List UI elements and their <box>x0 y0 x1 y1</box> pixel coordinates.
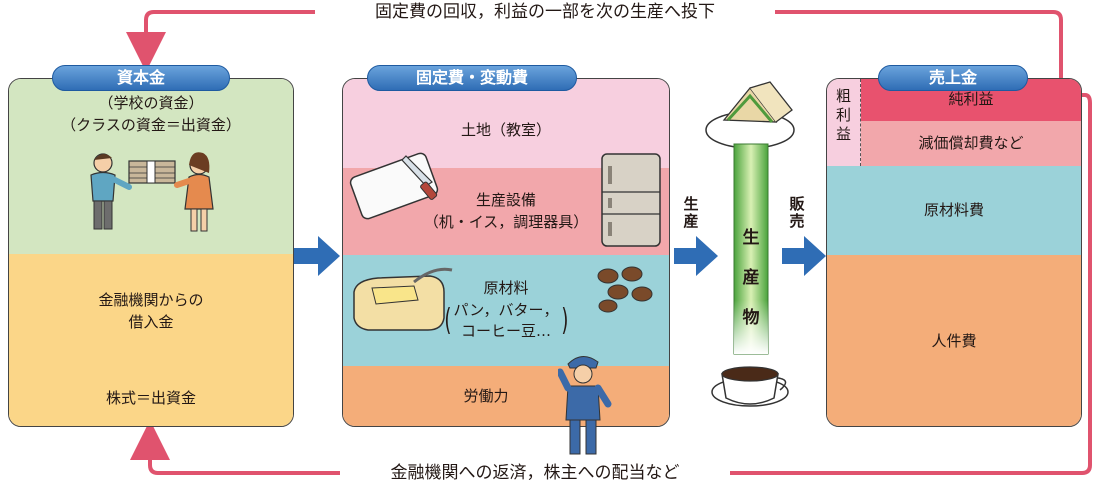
invest-arrow-icon <box>294 236 340 276</box>
land-text: 土地（教室） <box>460 120 551 139</box>
net-profit-text: 純利益 <box>948 90 994 109</box>
materials-detail1: パン，バター， <box>453 300 559 319</box>
capital-title: 資本金 <box>52 65 230 91</box>
materials-detail2: コーヒー豆… <box>460 322 551 341</box>
personnel-text: 人件費 <box>931 331 977 350</box>
refrigerator-icon <box>601 153 661 247</box>
production-label: 生産 <box>682 196 700 230</box>
costs-title: 固定費・変動費 <box>367 65 577 91</box>
money-exchange-illustration <box>90 151 214 231</box>
labor-section: 労働力 <box>343 366 669 426</box>
bottom-loop-label: 金融機関への返済，株主への配当など <box>340 461 730 485</box>
labor-text: 労働力 <box>463 387 509 406</box>
sales-label: 販売 <box>788 196 806 230</box>
sales-arrow-icon <box>782 236 826 276</box>
school-funds-text: （学校の資金） <box>98 94 204 112</box>
loan-text: 金融機関からの 借入金 <box>98 291 204 331</box>
close-paren: ) <box>560 303 568 339</box>
sales-panel: 粗利益 純利益 減価償却費など 原材料費 人件費 <box>826 78 1082 427</box>
worker-illustration <box>558 356 612 455</box>
capital-panel: （学校の資金） （クラスの資金＝出資金） <box>8 78 294 427</box>
product-char-1: 生 <box>742 228 760 248</box>
bottom-loop-line <box>130 93 1092 475</box>
capital-funds-section: （学校の資金） （クラスの資金＝出資金） <box>9 79 293 254</box>
production-char-1: 生産 <box>683 195 699 230</box>
depreciation-section: 減価償却費など <box>861 121 1081 166</box>
raw-material-section: 原材料費 <box>827 166 1081 255</box>
loan-section: 金融機関からの 借入金 <box>9 254 293 370</box>
equipment-text: 生産設備 <box>475 190 536 209</box>
open-paren: ( <box>444 303 452 339</box>
equipment-detail-text: （机・イス，調理器具） <box>423 212 589 231</box>
stock-section: 株式＝出資金 <box>9 370 293 426</box>
materials-text: 原材料 <box>483 278 529 297</box>
product-char-3: 物 <box>742 308 760 328</box>
money-stack-icon <box>128 159 176 184</box>
sales-label-text: 販売 <box>789 195 805 230</box>
production-arrow-icon <box>674 236 718 276</box>
product-illustration <box>705 81 795 407</box>
class-funds-text: （クラスの資金＝出資金） <box>61 115 241 134</box>
depreciation-text: 減価償却費など <box>918 133 1024 152</box>
personnel-section: 人件費 <box>827 255 1081 426</box>
stock-text: 株式＝出資金 <box>105 389 196 408</box>
cutting-board-knife-icon <box>349 152 439 220</box>
bread-butter-icon <box>353 267 453 331</box>
land-section: 土地（教室） <box>343 79 669 168</box>
gross-profit-cell: 粗利益 <box>827 79 861 166</box>
product-char-2: 産 <box>742 268 760 288</box>
gross-profit-text: 粗利益 <box>835 87 851 143</box>
product-text: 生 産 物 <box>736 218 766 338</box>
raw-material-text: 原材料費 <box>923 200 984 219</box>
costs-panel: 土地（教室） 生産設備 （机・イス，調理器具） 原材料 ( パン，バター， コー… <box>342 78 670 427</box>
top-loop-label: 固定費の回収，利益の一部を次の生産へ投下 <box>315 1 775 23</box>
sales-title: 売上金 <box>878 65 1028 91</box>
coffee-beans-icon <box>597 266 653 313</box>
